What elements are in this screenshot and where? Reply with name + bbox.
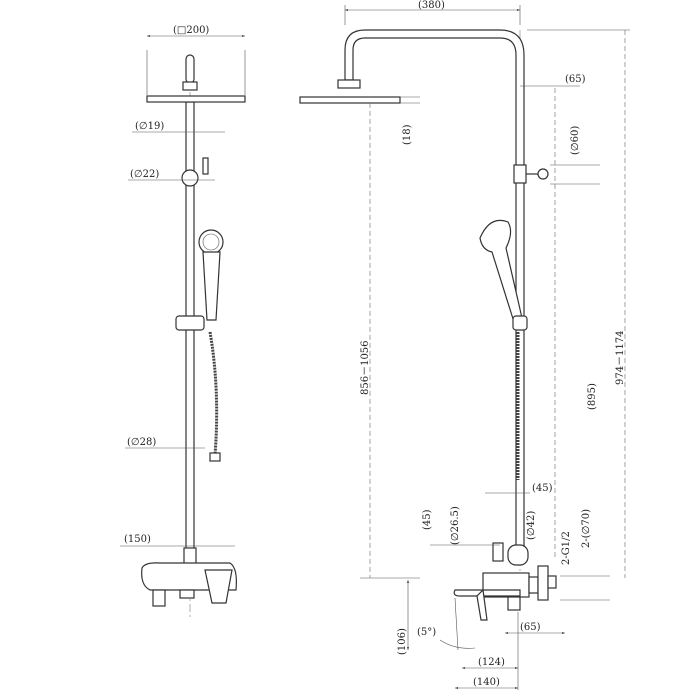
rain-head-side [299,96,401,104]
connector-dia-label: (∅26.5) [450,506,461,545]
pipe-dia-lower-label: (∅28) [127,437,156,448]
wall-to-body-label: (65) [520,622,541,633]
shower-arm [185,54,195,84]
inlet-thread-label: 2-G1/2 [561,531,572,565]
hand-shower-handle [202,251,221,321]
flange-dia-label: 2-(∅70) [581,509,592,548]
overhead-arm [344,29,525,561]
wall-flange [537,565,549,601]
head-size-label: (□200) [173,25,209,36]
outlet-offset-label: (45) [532,483,553,494]
slide-holder [175,315,205,331]
diverter-dia-label-side: (∅60) [570,126,581,155]
spout-angle-label: (5°) [417,627,436,638]
spout-124-label: (124) [478,657,505,668]
diverter [181,169,199,187]
diverter-knob [537,168,549,180]
spout-140-label: (140) [473,677,500,688]
connector [492,542,504,562]
mixer-lever [204,569,233,604]
head-height-range-label: 856－1056 [360,340,371,395]
hand-shower-side [479,219,523,323]
arm-reach-label: (380) [418,0,445,11]
hand-shower-face [198,229,224,255]
total-height-range-label: 974－1174 [615,330,626,385]
pipe-dia-upper-label: (∅19) [135,121,164,132]
front-view: (□200) (∅19) (∅22) (∅28) (150) [120,25,246,620]
diverter-side [513,164,527,184]
side-view: (380) (65) (18) (∅60) 856－1056 (895) 974… [299,0,630,690]
head-height-label: (18) [402,124,413,145]
rain-head [146,95,246,103]
spout-height-label: (106) [397,628,408,655]
mixer-dia-label: (∅42) [526,511,537,540]
hose [208,331,219,456]
vertical-45-label: (45) [422,509,433,530]
arm-offset-label: (65) [565,74,586,85]
slide-bar-height-label: (895) [587,383,598,410]
spout [453,589,521,597]
lever-side [476,588,488,621]
diverter-dia-label: (∅22) [130,169,159,180]
inlet-spacing-label: (150) [124,534,151,545]
